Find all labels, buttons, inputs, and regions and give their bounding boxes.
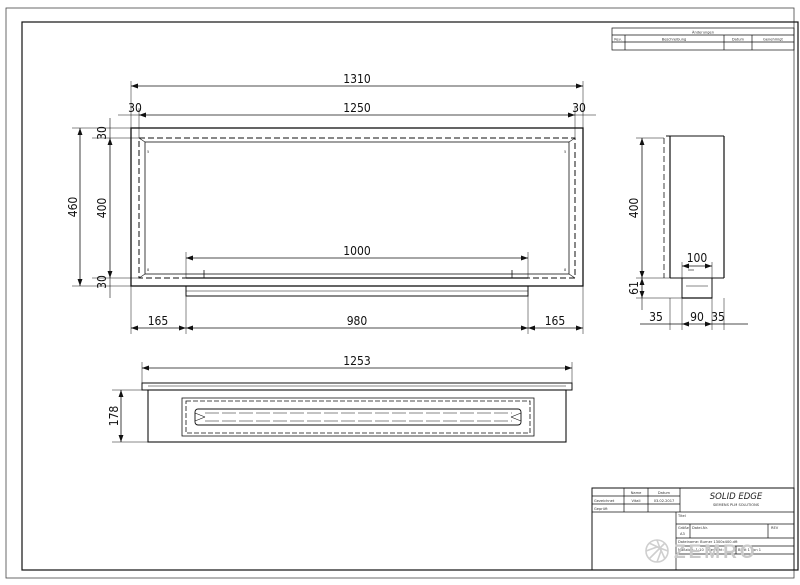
top-dimensions [112,362,573,443]
solid-edge-logo-text: SOLID EDGE [710,492,763,502]
side-dim-label-35-left: 35 [649,310,663,324]
svg-text:5: 5 [564,150,566,154]
revision-table [611,27,795,51]
sheet-label: Blatt 1 von 1 [738,548,761,552]
top-view-burner-slot [194,408,522,426]
top-view-burner-outer [181,397,535,437]
file-name: Dateiname: Burner 1300x400.dft [678,540,738,544]
title-row-drawn: Gezeichnet [594,499,615,503]
dim-label-165-right: 165 [545,314,566,328]
title-col-date: Datum [658,491,671,495]
revision-table-title: Änderungen [692,30,714,35]
sheet-inner-frame [21,21,799,571]
top-view-body [147,389,567,443]
title-label: Titel [677,514,686,518]
top-view-lip [141,382,573,391]
sheet-outer-border [5,7,795,579]
revision-col-approved: Genehmigt [763,38,784,42]
title-drawn-date: 03.02.2017 [654,499,675,503]
front-view: 5 5 8 8 [130,127,584,297]
revision-col-rev: Rev. [614,38,622,42]
top-dim-label-1253: 1253 [343,354,370,368]
top-view [141,382,573,443]
drawing-no-label: Datei-Nr. [692,526,708,530]
dim-label-30-bottom: 30 [95,275,109,289]
size-label: Größe [678,526,690,530]
svg-text:5: 5 [147,150,149,154]
dim-label-30-right: 30 [572,101,586,115]
rev-label: REV [771,526,779,530]
title-col-name: Name [631,491,642,495]
side-view-base [681,277,713,299]
side-dim-label-100: 100 [687,251,708,265]
dim-label-1310: 1310 [343,72,371,86]
dim-label-165-left: 165 [148,314,169,328]
front-view-outer [130,127,584,287]
svg-text:8: 8 [147,268,150,272]
dim-label-30-top: 30 [95,126,109,140]
top-view-burner-dashed [185,400,531,434]
dim-label-1000: 1000 [343,244,371,258]
side-dimensions [636,137,748,330]
front-view-opening [144,141,570,275]
size-value: A3 [680,532,685,536]
zemro-logo-icon [645,539,669,563]
side-dim-label-61: 61 [627,281,641,295]
side-dim-label-35-right: 35 [711,310,725,324]
revision-col-date: Datum [732,38,745,42]
side-dim-label-90: 90 [690,310,704,324]
dim-label-30-left: 30 [128,101,142,115]
dim-label-400: 400 [95,198,109,219]
front-dimensions [72,81,596,334]
weight-label: Gewicht: [708,548,724,552]
side-dim-label-400: 400 [627,198,641,219]
dim-label-460: 460 [66,197,80,218]
solid-edge-subtitle: SIEMENS PLM SOLUTIONS [713,503,760,507]
revision-col-description: Beschreibung [662,38,687,42]
watermark-text: ZEMRO [674,542,758,563]
scale-label: Maßstab: 1:10 [678,548,704,552]
side-view [663,135,725,299]
dim-label-980: 980 [347,314,368,328]
top-dim-label-178: 178 [107,406,121,427]
dim-label-1250: 1250 [343,101,371,115]
title-drawn-name: Vitali [632,499,641,503]
title-block [591,487,795,571]
title-row-checked: Geprüft [594,507,608,511]
svg-text:8: 8 [564,268,567,272]
